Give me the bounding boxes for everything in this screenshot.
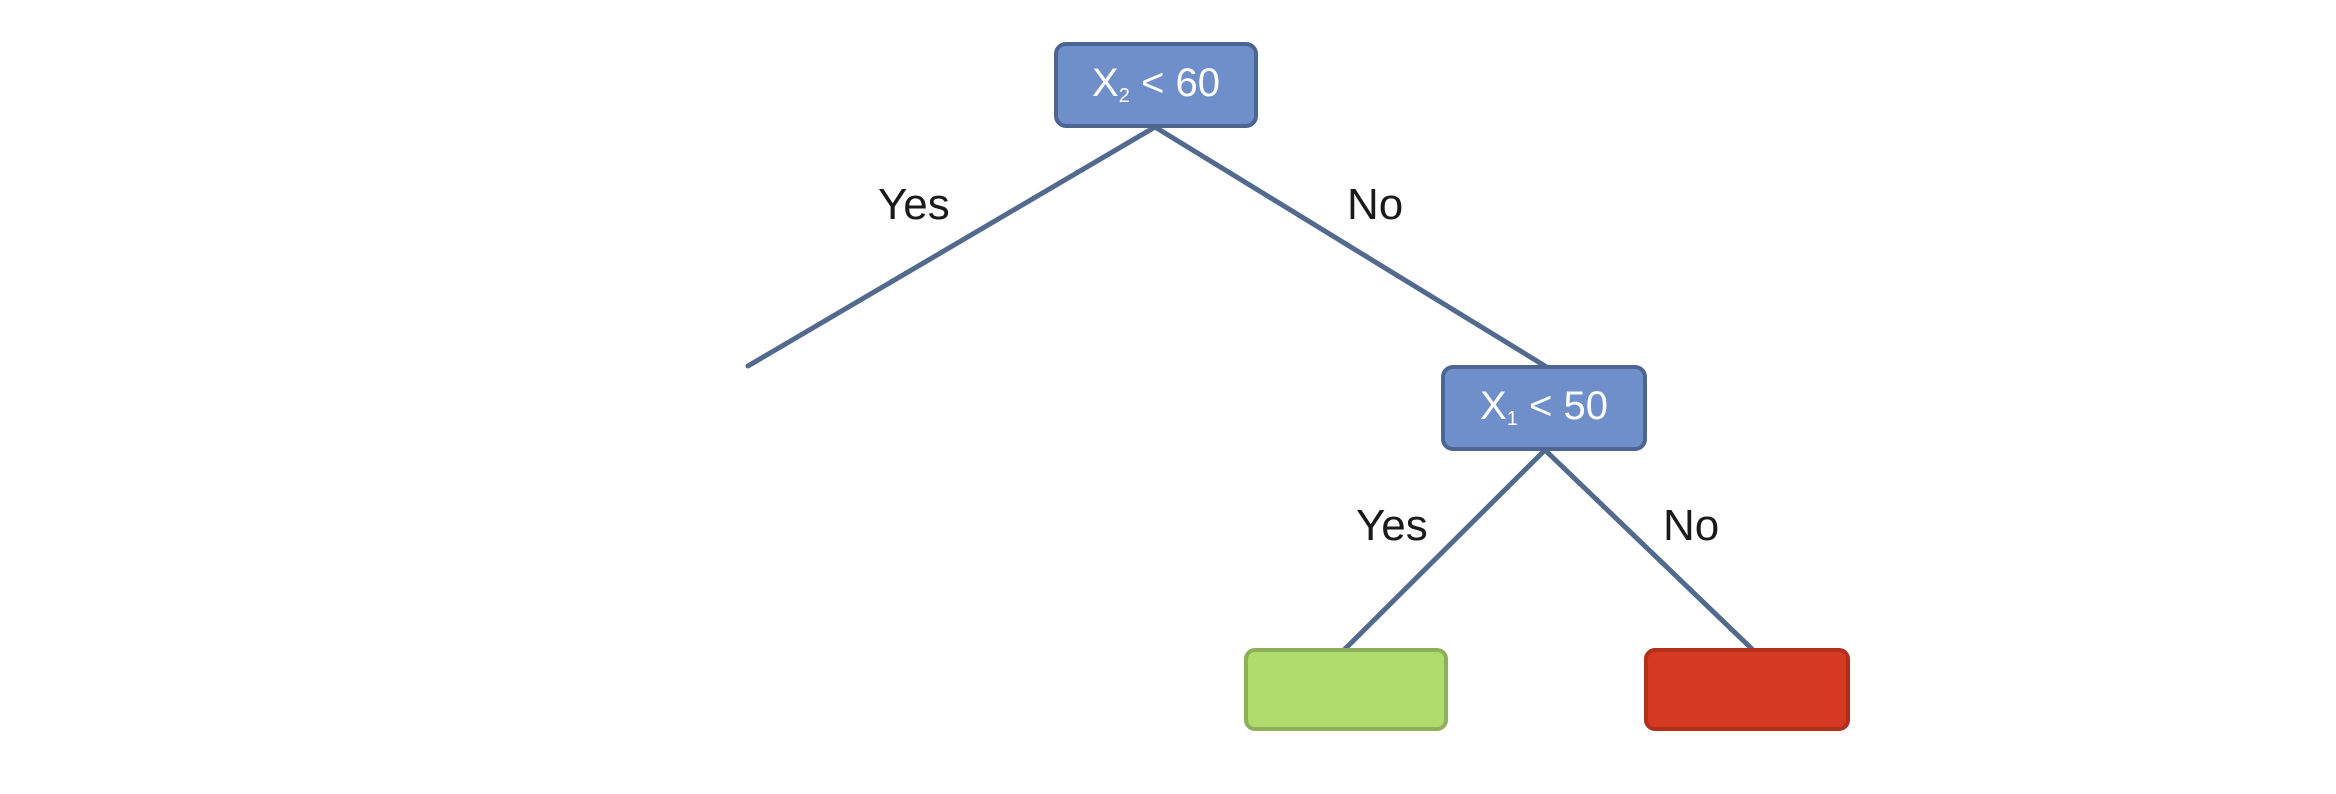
root-node-subscript: 2	[1119, 85, 1130, 107]
child-node-box	[1441, 365, 1647, 451]
edge-label-root-yes: Yes	[878, 180, 950, 229]
edge-label-root-no: No	[1347, 180, 1403, 229]
leaf-yes-green	[1244, 648, 1448, 731]
edge-root-no	[1152, 124, 1548, 369]
root-node-condition: < 60	[1130, 61, 1220, 105]
child-node-var: X	[1480, 384, 1507, 428]
root-node-label: X2 < 60	[1092, 61, 1220, 107]
root-node-var: X	[1092, 61, 1119, 105]
edge-child-yes	[1342, 447, 1548, 652]
edge-root-yes	[745, 124, 1158, 369]
root-decision-node: X2 < 60	[1054, 42, 1258, 128]
child-node-condition: < 50	[1518, 384, 1608, 428]
child-node-label: X1 < 50	[1480, 384, 1608, 430]
leaf-no-red	[1644, 648, 1850, 731]
child-decision-node: X1 < 50	[1441, 365, 1647, 451]
edge-label-child-no: No	[1663, 501, 1719, 550]
edge-child-no	[1542, 447, 1755, 652]
edge-label-child-yes: Yes	[1356, 501, 1428, 550]
child-node-subscript: 1	[1507, 408, 1518, 430]
root-node-box	[1054, 42, 1258, 128]
